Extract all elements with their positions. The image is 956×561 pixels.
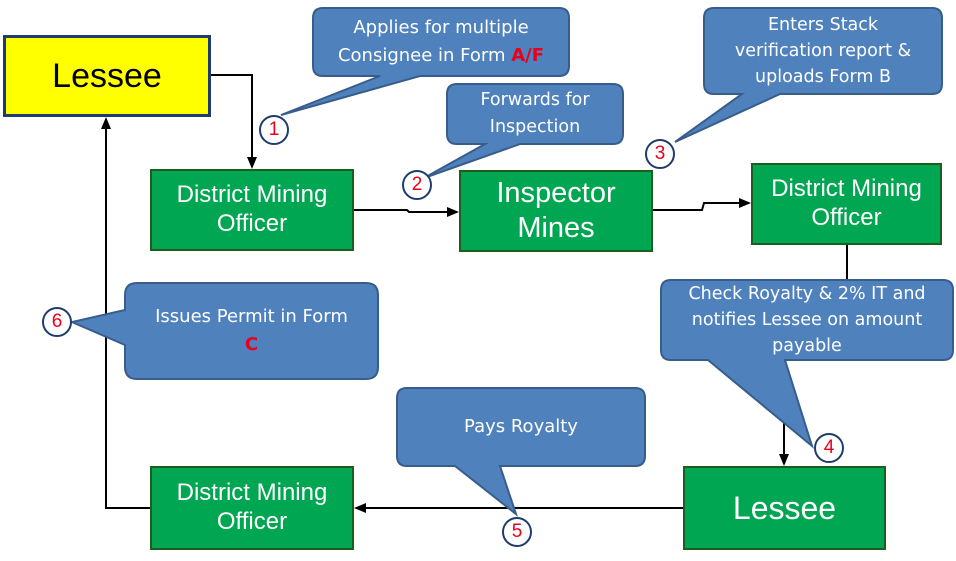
dmo1-label-line1: District Mining bbox=[176, 181, 328, 209]
dmo2-label-line1: District Mining bbox=[771, 175, 922, 203]
callout-6-form: C bbox=[244, 334, 259, 355]
callout-1-line2: Consignee in Form bbox=[337, 45, 506, 66]
step-4-marker: 4 bbox=[814, 433, 844, 463]
inspector-mines-box: Inspector Mines bbox=[459, 170, 653, 252]
lessee-bottom-label: Lessee bbox=[732, 489, 837, 526]
dmo3-label-line2: Officer bbox=[216, 508, 288, 535]
callout-5-line1: Pays Royalty bbox=[464, 416, 578, 438]
callout-4-line3: payable bbox=[772, 336, 842, 357]
dmo3-label-line1: District Mining bbox=[176, 479, 328, 507]
callout-2-line2: Inspection bbox=[489, 117, 581, 137]
callout-3-line2: verification report & bbox=[734, 40, 912, 61]
lessee-top-label: Lessee bbox=[52, 56, 162, 95]
inspector-label-line2: Mines bbox=[517, 212, 595, 244]
callout-3-text: Enters Stack verification report & uploa… bbox=[704, 8, 942, 94]
inspector-label-line1: Inspector bbox=[496, 177, 616, 210]
callout-6-text: Issues Permit in Form C bbox=[125, 283, 378, 379]
connector-lessee-to-dmo1 bbox=[211, 74, 257, 169]
step-3-marker: 3 bbox=[645, 139, 675, 169]
callout-4-text: Check Royalty & 2% IT and notifies Lesse… bbox=[661, 280, 953, 360]
district-mining-officer-box-2: District Mining Officer bbox=[751, 163, 942, 245]
callout-4-line2: notifies Lessee on amount bbox=[691, 309, 923, 330]
lessee-top-box: Lessee bbox=[3, 35, 211, 117]
callout-3-line1: Enters Stack bbox=[767, 14, 879, 35]
callout-1-line1: Applies for multiple bbox=[353, 17, 529, 39]
callout-1-form: A/F bbox=[511, 45, 545, 66]
lessee-bottom-box: Lessee bbox=[683, 466, 886, 550]
callout-3-line3: uploads Form B bbox=[755, 67, 891, 88]
step-2-marker: 2 bbox=[402, 170, 432, 200]
district-mining-officer-box-1: District Mining Officer bbox=[150, 169, 354, 251]
callout-4-line1: Check Royalty & 2% IT and bbox=[688, 283, 926, 304]
district-mining-officer-box-3: District Mining Officer bbox=[150, 466, 354, 550]
dmo1-label-line2: Officer bbox=[216, 210, 288, 237]
step-1-marker: 1 bbox=[259, 115, 289, 145]
connector-inspector-to-dmo2 bbox=[653, 198, 751, 211]
connector-dmo1-to-inspector bbox=[354, 207, 459, 217]
callout-1-text: Applies for multiple Consignee in Form A… bbox=[313, 8, 569, 76]
callout-5-text: Pays Royalty bbox=[397, 388, 645, 466]
callout-2-line1: Forwards for bbox=[480, 89, 590, 110]
dmo2-label-line2: Officer bbox=[811, 204, 882, 231]
step-6-marker: 6 bbox=[42, 307, 72, 337]
callout-2-text: Forwards for Inspection bbox=[447, 84, 623, 144]
callout-6-line1: Issues Permit in Form bbox=[155, 306, 348, 328]
step-5-marker: 5 bbox=[502, 517, 532, 547]
